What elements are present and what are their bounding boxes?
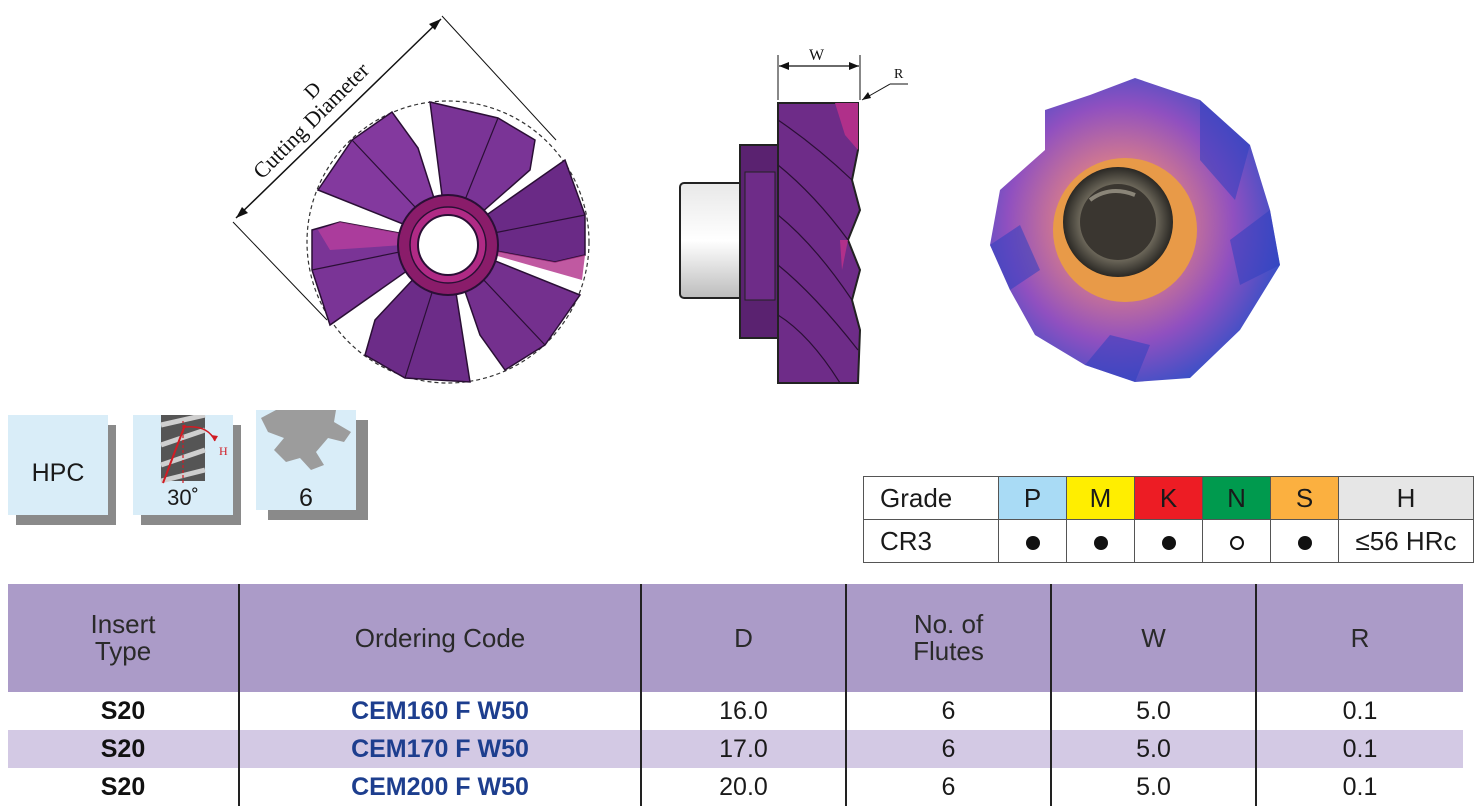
grade-col-n: N xyxy=(1202,476,1271,520)
insert-type-cell: S20 xyxy=(8,730,239,768)
diameter-cell: 20.0 xyxy=(640,768,846,806)
width-cell: 5.0 xyxy=(1050,768,1256,806)
radius-cell: 0.1 xyxy=(1255,768,1463,806)
flute-count-tile: 6 xyxy=(256,410,356,512)
flutes-cell: 6 xyxy=(845,692,1051,730)
grade-header-label: Grade xyxy=(863,476,999,520)
filled-dot-icon xyxy=(1297,535,1312,550)
grade-col-h: H xyxy=(1338,476,1474,520)
grade-m-mark xyxy=(1066,519,1135,563)
ordering-code-cell: CEM160 F W50 xyxy=(238,692,641,730)
table-row: S20 CEM160 F W50 16.0 6 5.0 0.1 xyxy=(8,692,1463,730)
grade-s-mark xyxy=(1270,519,1339,563)
grade-table: Grade P M K N S H CR3 ≤56 HRc xyxy=(863,476,1474,563)
six-flute-icon xyxy=(261,410,351,470)
ordering-code-cell: CEM170 F W50 xyxy=(238,730,641,768)
helix-angle-tile: H 30˚ xyxy=(133,415,233,515)
hpc-label: HPC xyxy=(31,459,85,487)
open-dot-icon xyxy=(1229,535,1244,550)
grade-k-mark xyxy=(1134,519,1203,563)
ordering-code-cell: CEM200 F W50 xyxy=(238,768,641,806)
grade-n-mark xyxy=(1202,519,1271,563)
header-ordering-code: Ordering Code xyxy=(238,584,641,692)
side-view-drawing: W R xyxy=(679,47,908,384)
radius-cell: 0.1 xyxy=(1255,692,1463,730)
hpc-feature-tile: HPC xyxy=(8,415,108,515)
header-d: D xyxy=(640,584,846,692)
flutes-cell: 6 xyxy=(845,730,1051,768)
helix-marker: H xyxy=(219,444,228,458)
filled-dot-icon xyxy=(1161,535,1176,550)
filled-dot-icon xyxy=(1025,535,1040,550)
diameter-cell: 17.0 xyxy=(640,730,846,768)
grade-col-p: P xyxy=(998,476,1067,520)
table-row: S20 CEM170 F W50 17.0 6 5.0 0.1 xyxy=(8,730,1463,768)
diameter-cell: 16.0 xyxy=(640,692,846,730)
grade-row-label: CR3 xyxy=(863,519,999,563)
flutes-cell: 6 xyxy=(845,768,1051,806)
width-cell: 5.0 xyxy=(1050,730,1256,768)
grade-p-mark xyxy=(998,519,1067,563)
insert-type-cell: S20 xyxy=(8,692,239,730)
insert-type-cell: S20 xyxy=(8,768,239,806)
helix-drill-icon: H xyxy=(160,415,228,484)
grade-header-row: Grade P M K N S H xyxy=(863,476,1474,520)
front-view-drawing: D Cutting Diameter xyxy=(232,15,590,384)
header-r: R xyxy=(1255,584,1463,692)
grade-col-m: M xyxy=(1066,476,1135,520)
table-row: S20 CEM200 F W50 20.0 6 5.0 0.1 xyxy=(8,768,1463,806)
filled-dot-icon xyxy=(1093,535,1108,550)
helix-angle-value: 30˚ xyxy=(167,485,199,510)
cutter-photo xyxy=(990,78,1280,382)
width-cell: 5.0 xyxy=(1050,692,1256,730)
radius-cell: 0.1 xyxy=(1255,730,1463,768)
grade-cr3-row: CR3 ≤56 HRc xyxy=(863,519,1474,563)
grade-col-s: S xyxy=(1270,476,1339,520)
grade-h-value: ≤56 HRc xyxy=(1338,519,1474,563)
flutes-value: 6 xyxy=(299,484,313,512)
radius-label: R xyxy=(894,67,904,82)
width-label: W xyxy=(809,47,825,64)
header-w: W xyxy=(1050,584,1256,692)
grade-col-k: K xyxy=(1134,476,1203,520)
